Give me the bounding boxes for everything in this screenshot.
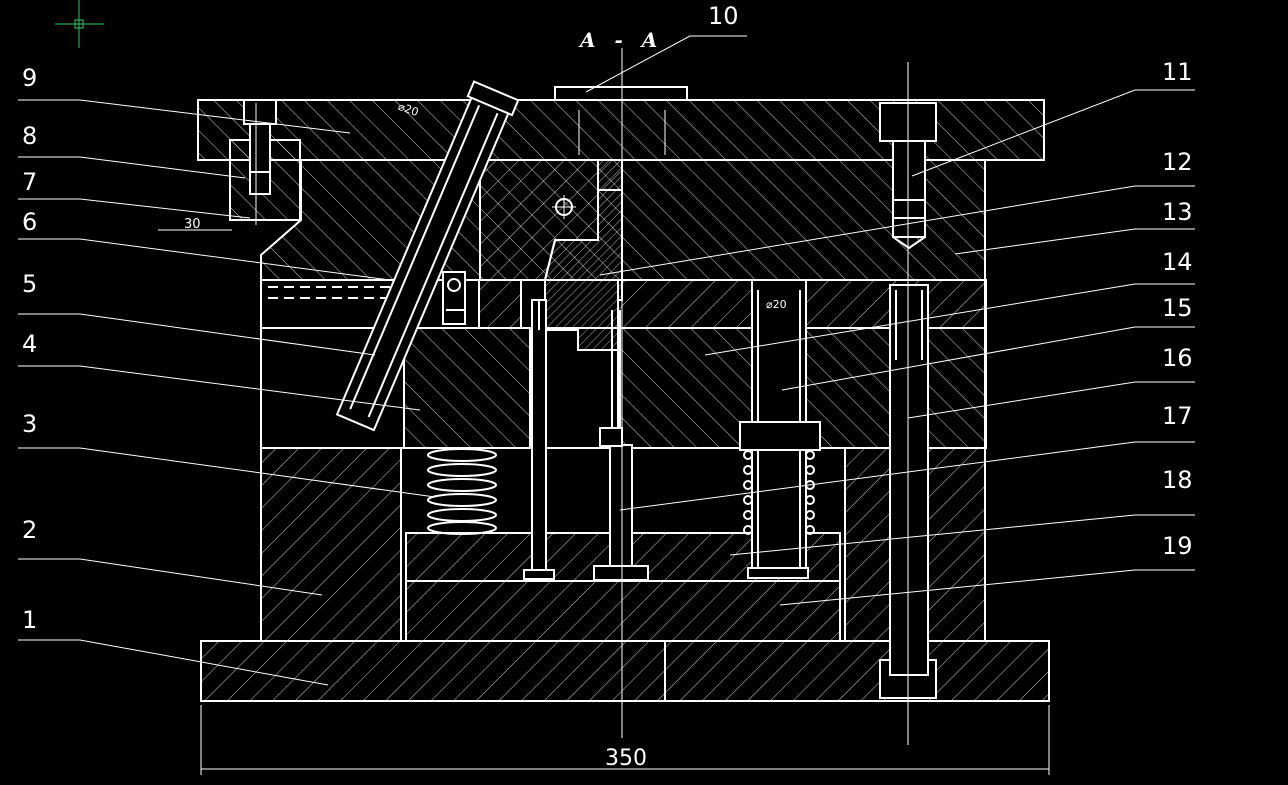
part-label-19: 19 bbox=[1162, 532, 1193, 560]
guide-pin-diameter: ⌀20 bbox=[766, 298, 787, 311]
part-label-15: 15 bbox=[1162, 294, 1193, 322]
part-label-12: 12 bbox=[1162, 148, 1193, 176]
part-label-17: 17 bbox=[1162, 402, 1193, 430]
part-label-18: 18 bbox=[1162, 466, 1193, 494]
part-label-9: 9 bbox=[22, 64, 38, 92]
locating-ring bbox=[554, 86, 688, 101]
part-label-5: 5 bbox=[22, 270, 38, 298]
part-label-1: 1 bbox=[22, 606, 38, 634]
part-label-16: 16 bbox=[1162, 344, 1193, 372]
ejector-plate bbox=[405, 580, 841, 642]
lock-angle: 30 bbox=[184, 217, 201, 232]
part-label-8: 8 bbox=[22, 122, 38, 150]
part-label-7: 7 bbox=[22, 168, 38, 196]
part-label-2: 2 bbox=[22, 516, 38, 544]
section-title: A - A bbox=[580, 28, 664, 52]
part-label-4: 4 bbox=[22, 330, 38, 358]
ejector-pin bbox=[609, 444, 633, 571]
angle-pin bbox=[335, 80, 520, 432]
return-spring bbox=[743, 450, 815, 535]
part-label-11: 11 bbox=[1162, 58, 1193, 86]
part-label-3: 3 bbox=[22, 410, 38, 438]
cad-cursor-icon bbox=[55, 0, 104, 48]
part-label-14: 14 bbox=[1162, 248, 1193, 276]
small-ejector-pin bbox=[531, 299, 547, 573]
overall-dimension-value: 350 bbox=[605, 746, 647, 771]
support-pillar-left bbox=[260, 447, 402, 642]
compression-spring bbox=[427, 448, 497, 535]
part-label-10: 10 bbox=[708, 2, 739, 30]
part-label-13: 13 bbox=[1162, 198, 1193, 226]
part-label-6: 6 bbox=[22, 208, 38, 236]
